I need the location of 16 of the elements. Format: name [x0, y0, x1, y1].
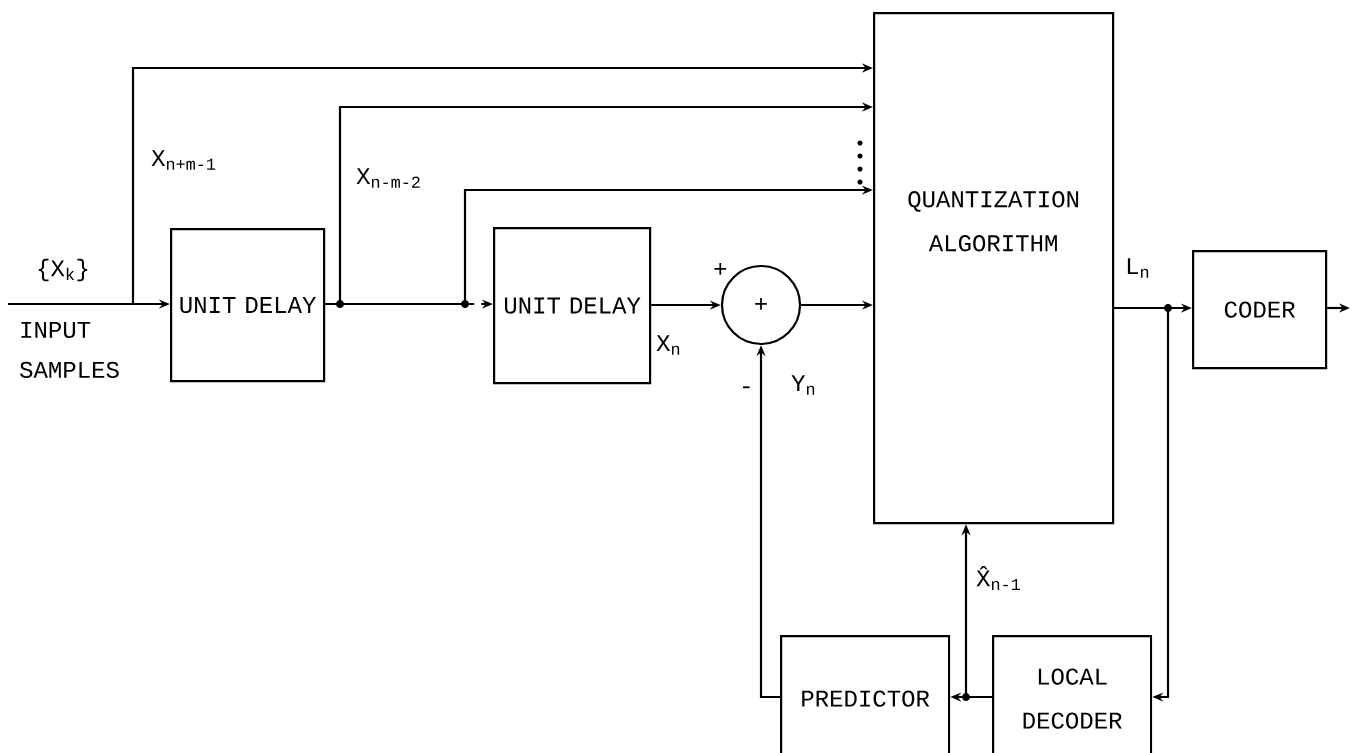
process-box: QUANTIZATION ALGORITHM — [873, 12, 1115, 525]
signal-label: X$_{n}$ — [656, 335, 680, 355]
signal-label: Y$_{n}$ — [791, 375, 815, 395]
arrow — [1114, 306, 1170, 702]
signal-label: {X$_{k}$} — [38, 258, 88, 282]
process-box: UNIT DELAY — [170, 228, 326, 383]
sign-label: - — [743, 386, 750, 389]
signal-label: X̂$_{n-1}$ — [976, 566, 1020, 590]
signal-label: L$_{n}$ — [1127, 258, 1149, 278]
process-box: PREDICTOR — [780, 635, 951, 753]
signal-label: X$_{n+m-1}$ — [151, 150, 216, 170]
input-label: INPUT SAMPLES — [20, 322, 119, 379]
process-box: LOCAL DECODER — [992, 635, 1153, 753]
process-box: UNIT DELAY — [493, 227, 652, 385]
signal-label: X$_{n-m-2}$ — [356, 168, 420, 188]
process-box: CODER — [1192, 250, 1328, 370]
